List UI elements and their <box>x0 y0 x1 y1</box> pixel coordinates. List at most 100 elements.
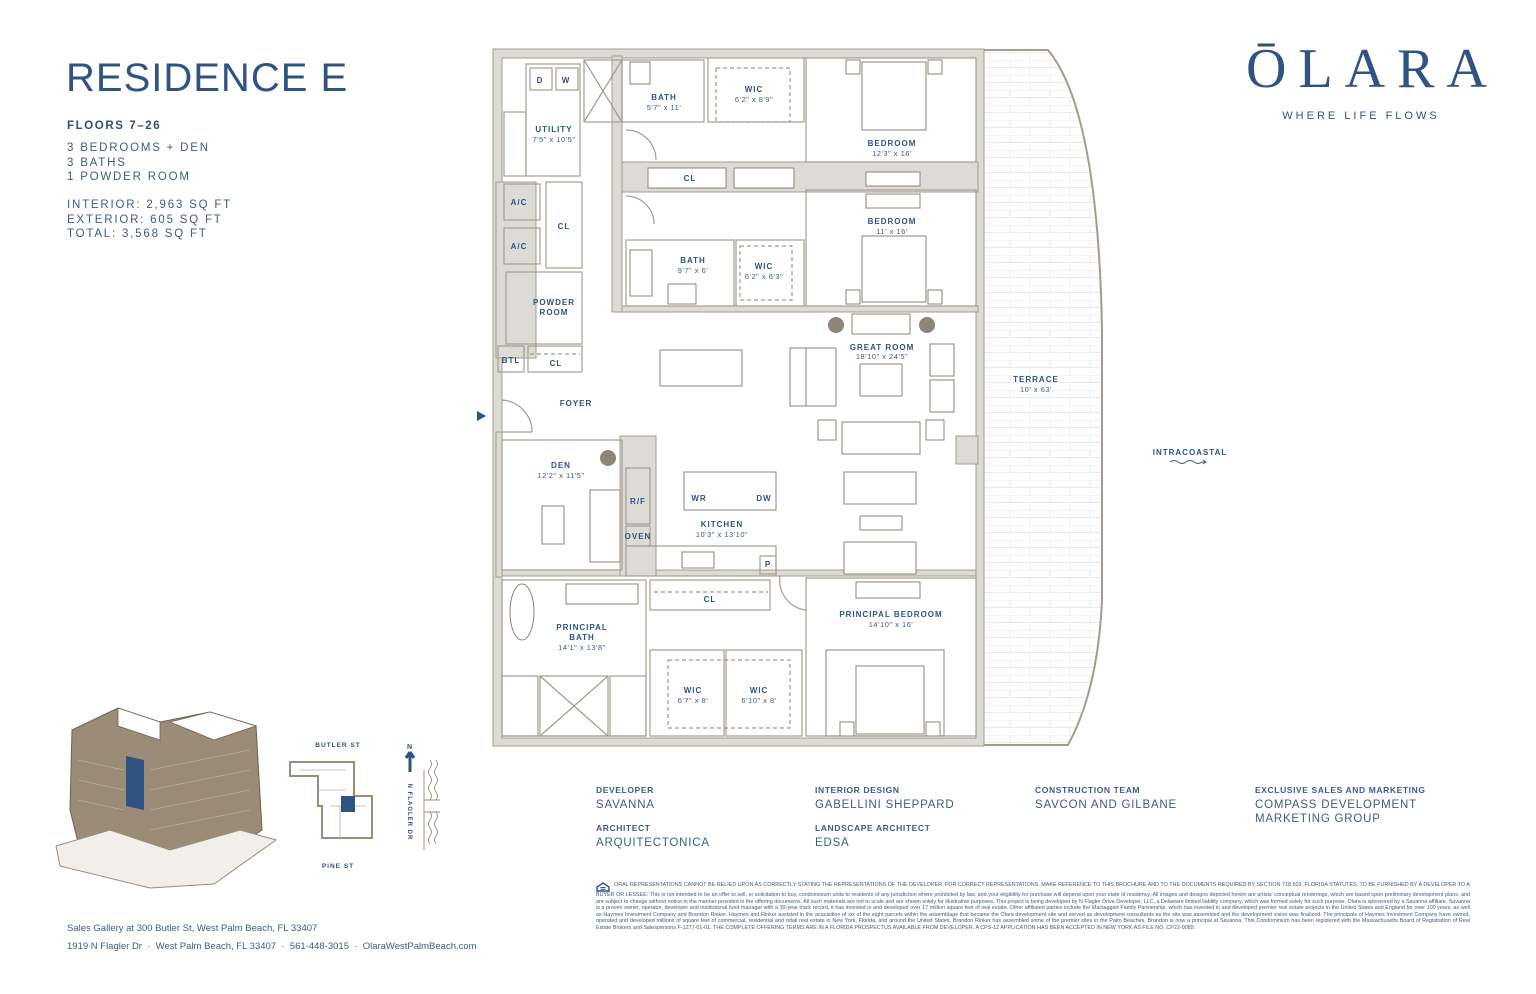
room-label-wr: WR <box>691 494 706 503</box>
room-dims-terrace: 10' x 63' <box>1020 385 1052 394</box>
room-label-bedroom-1: BEDROOM <box>868 139 917 148</box>
credit-label: INTERIOR DESIGN <box>815 785 900 795</box>
room-dims-den: 12'2" x 11'5" <box>537 471 584 480</box>
room-label-closet-4: CL <box>704 595 717 604</box>
room-label-foyer: FOYER <box>560 399 593 408</box>
room-dims-principal-bath: 14'1" x 13'8" <box>558 643 606 652</box>
entry-arrow-icon <box>477 411 486 421</box>
room-label-principal-bath: PRINCIPAL <box>556 623 608 632</box>
credit-value: COMPASS DEVELOPMENT MARKETING GROUP <box>1255 799 1417 825</box>
room-label-wic-1: WIC <box>745 85 764 94</box>
logo-wordmark: ŌLARA <box>1246 38 1499 100</box>
room-label-ac-1: A/C <box>511 198 528 207</box>
credit-sales-marketing: EXCLUSIVE SALES AND MARKETING COMPASS DE… <box>1255 785 1435 826</box>
credit-label: ARCHITECT <box>596 823 651 833</box>
room-label-powder-2: ROOM <box>540 308 569 317</box>
living-furniture <box>509 61 955 641</box>
residence-title: RESIDENCE E <box>66 56 349 100</box>
room-dims-great-room: 18'10" x 24'5" <box>856 352 908 361</box>
area-line: TOTAL: 3,568 SQ FT <box>67 228 208 240</box>
room-label-washer: W <box>562 76 571 85</box>
room-label-wic-2: WIC <box>755 262 774 271</box>
credit-value: GABELLINI SHEPPARD <box>815 799 955 811</box>
north-label: N <box>407 744 413 751</box>
room-labels: D W UTILITY 7'5" x 10'5" BATH 5'7" x 11'… <box>502 76 1228 705</box>
credit-label: CONSTRUCTION TEAM <box>1035 785 1141 795</box>
room-dims-wic-1: 6'2" x 8'9" <box>735 95 773 104</box>
room-label-kitchen: KITCHEN <box>701 520 744 529</box>
area-line: EXTERIOR: 605 SQ FT <box>67 213 223 226</box>
room-label-wic-4: WIC <box>750 686 769 695</box>
brand-logo: ŌLARA WHERE LIFE FLOWS <box>1246 38 1499 122</box>
room-label-den: DEN <box>551 461 571 470</box>
room-label-closet-3: CL <box>550 359 563 368</box>
terrace-area <box>981 49 1103 746</box>
north-arrow-icon <box>404 751 416 772</box>
room-label-wic-3: WIC <box>684 686 703 695</box>
equal-housing-icon <box>596 882 610 892</box>
street-label-north: BUTLER ST <box>315 742 360 749</box>
layout-line: 3 BEDROOMS + DEN <box>67 142 210 154</box>
room-label-bath-1: BATH <box>651 93 677 102</box>
credit-landscape-architect: LANDSCAPE ARCHITECT EDSA <box>815 823 930 850</box>
room-dims-wic-4: 6'10" x 8' <box>741 696 776 705</box>
wave-arrow-icon <box>1169 459 1208 465</box>
layout-line: 3 BATHS <box>67 156 127 169</box>
layout-line: 1 POWDER ROOM <box>67 171 191 183</box>
room-label-closet-1: CL <box>684 174 697 183</box>
room-label-pantry: P <box>765 560 771 569</box>
room-dims-bedroom-1: 12'3" x 16' <box>872 149 912 158</box>
credit-architect: ARCHITECT ARQUITECTONICA <box>596 823 710 850</box>
credit-developer: DEVELOPER SAVANNA <box>596 785 655 812</box>
credit-label: DEVELOPER <box>596 785 654 795</box>
room-label-powder: POWDER <box>533 298 575 307</box>
entry-door <box>501 399 533 433</box>
credit-value: EDSA <box>815 837 850 849</box>
room-dims-wic-3: 6'7" x 8' <box>678 696 709 705</box>
room-label-rf: R/F <box>630 497 646 506</box>
room-dims-principal-bedroom: 14'10" x 16' <box>869 620 914 629</box>
room-label-closet-2: CL <box>558 222 571 231</box>
room-label-principal-bedroom: PRINCIPAL BEDROOM <box>839 610 942 619</box>
room-dims-bath-1: 5'7" x 11' <box>647 103 682 112</box>
floors-label: FLOORS 7–26 <box>67 120 162 132</box>
room-dims-wic-2: 6'2" x 6'3" <box>745 272 783 281</box>
credit-construction-team: CONSTRUCTION TEAM SAVCON AND GILBANE <box>1035 785 1177 812</box>
room-dims-bath-2: 9'7" x 6' <box>678 266 709 275</box>
legal-disclaimer: ORAL REPRESENTATIONS CANNOT BE RELIED UP… <box>596 882 1470 932</box>
legal-text: ORAL REPRESENTATIONS CANNOT BE RELIED UP… <box>596 882 1470 931</box>
room-label-utility: UTILITY <box>535 125 572 134</box>
credit-label: EXCLUSIVE SALES AND MARKETING <box>1255 785 1426 795</box>
layout-summary: 3 BEDROOMS + DEN 3 BATHS 1 POWDER ROOM <box>67 141 210 185</box>
area-line: INTERIOR: 2,963 SQ FT <box>67 199 232 211</box>
credit-interior-design: INTERIOR DESIGN GABELLINI SHEPPARD <box>815 785 954 812</box>
building-isometric-icon <box>55 707 278 889</box>
room-label-terrace: TERRACE <box>1013 375 1059 384</box>
room-label-dryer: D <box>537 76 544 85</box>
waterway-icon <box>423 759 440 850</box>
credit-label: LANDSCAPE ARCHITECT <box>815 823 931 833</box>
credit-value: ARQUITECTONICA <box>596 837 710 849</box>
room-label-bedroom-2: BEDROOM <box>868 217 917 226</box>
street-label-east: N FLAGLER DR <box>406 784 412 841</box>
room-dims-utility: 7'5" x 10'5" <box>533 135 576 144</box>
brand-tagline: WHERE LIFE FLOWS <box>1282 110 1440 122</box>
room-label-dw: DW <box>756 494 771 503</box>
room-outlines <box>497 57 977 737</box>
credit-value: SAVCON AND GILBANE <box>1035 799 1178 811</box>
water-label: INTRACOASTAL <box>1153 448 1228 457</box>
sales-gallery-address: Sales Gallery at 300 Butler St, West Pal… <box>67 923 318 934</box>
site-map: BUTLER ST PINE ST N N FLAGLER DR <box>289 742 440 870</box>
credit-value: SAVANNA <box>596 799 655 811</box>
room-dims-kitchen: 10'3" x 13'10" <box>696 530 748 539</box>
bed-furniture <box>647 59 945 737</box>
contact-line: 1919 N Flagler Dr · West Palm Beach, FL … <box>67 941 477 952</box>
room-label-btl: BTL <box>502 356 521 365</box>
room-dims-bedroom-2: 11' x 16' <box>876 227 907 236</box>
room-label-ac-2: A/C <box>511 242 528 251</box>
unit-highlight <box>341 796 355 812</box>
room-label-bath-2: BATH <box>680 256 706 265</box>
room-label-great-room: GREAT ROOM <box>850 343 915 352</box>
room-label-principal-bath-2: BATH <box>569 633 595 642</box>
